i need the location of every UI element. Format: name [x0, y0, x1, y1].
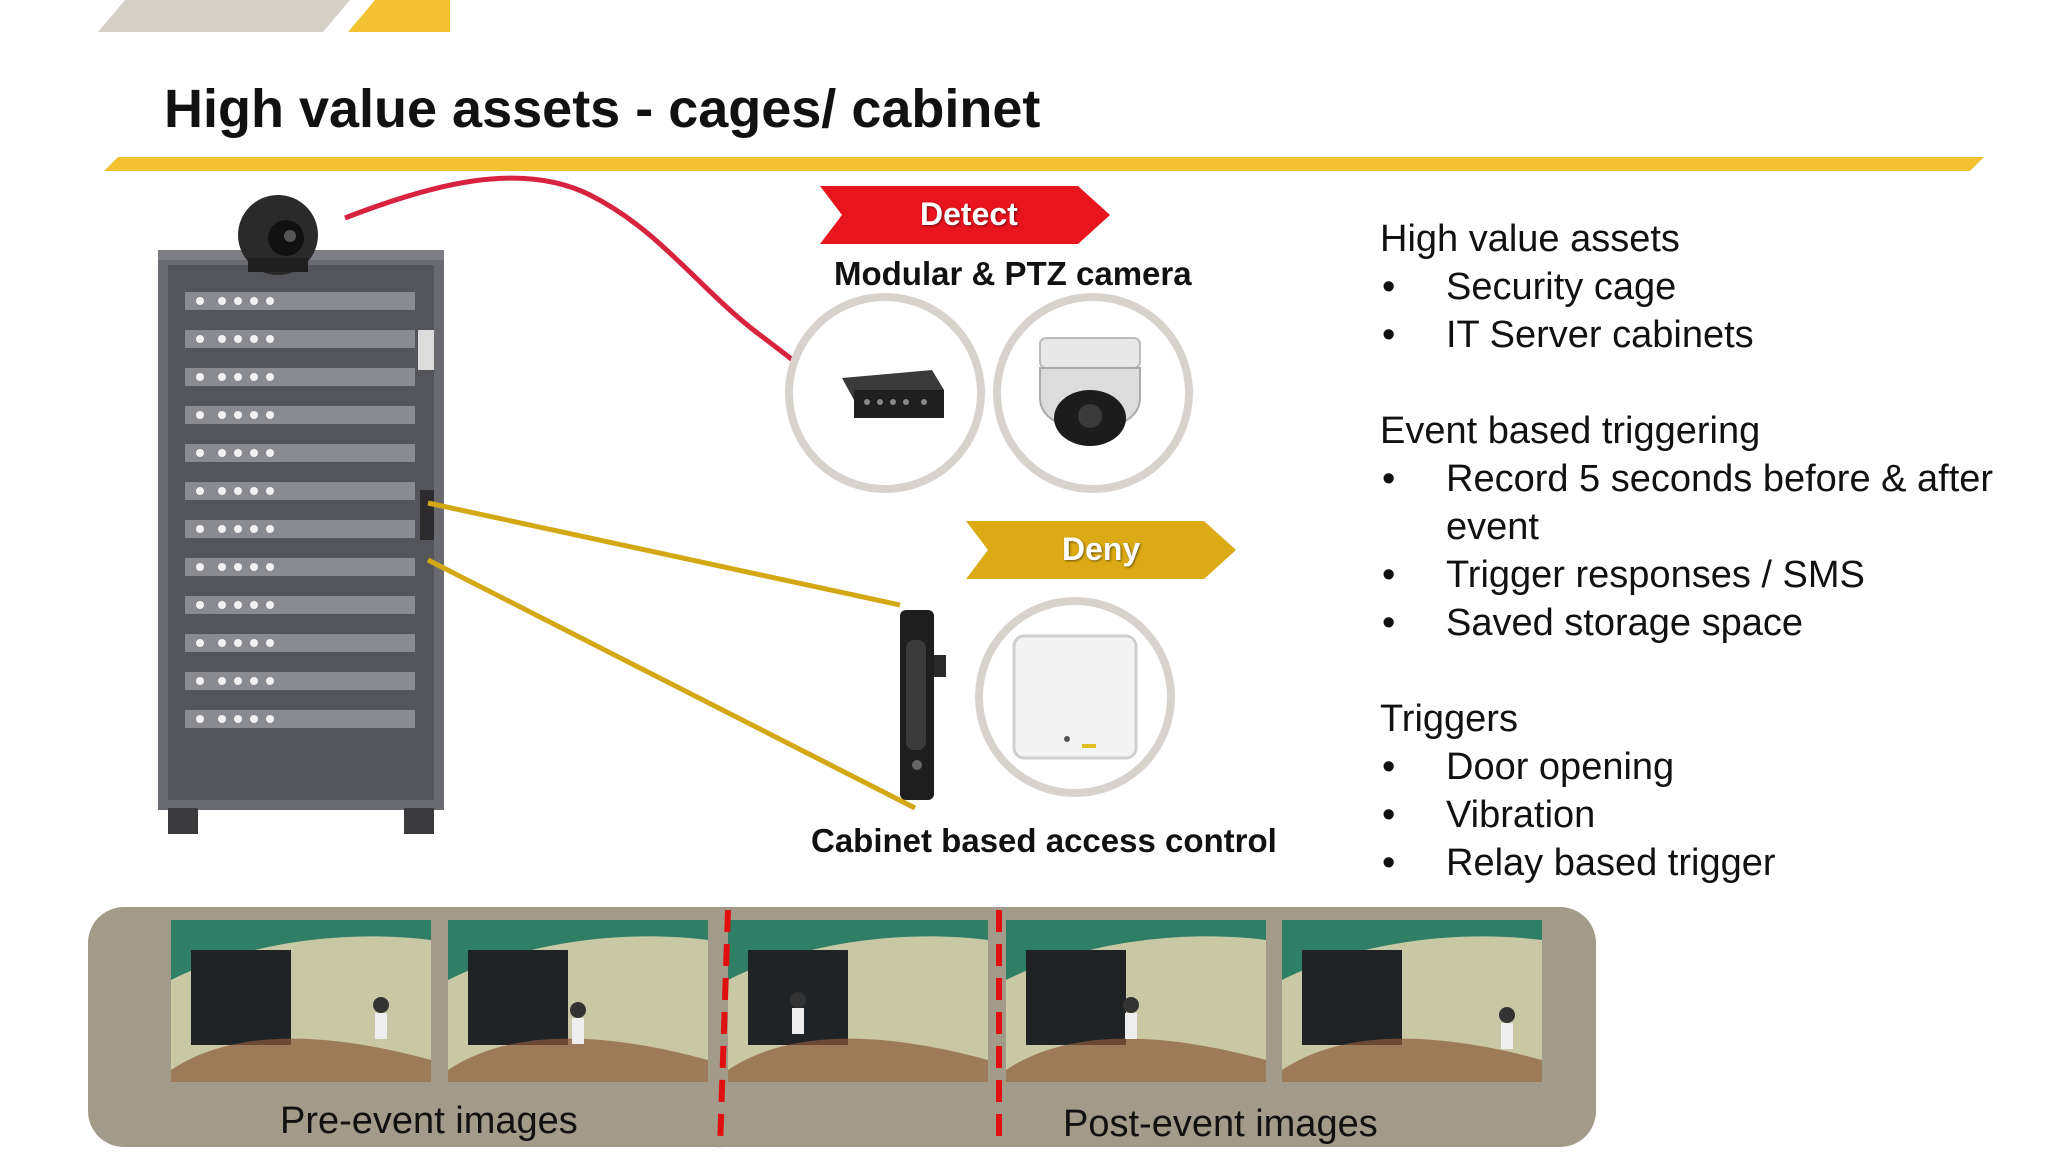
pre-event-caption: Pre-event images: [280, 1100, 578, 1142]
detect-label: Detect: [920, 196, 1018, 232]
pre-event-image: [448, 920, 708, 1082]
info-item: IT Server cabinets: [1380, 311, 2006, 359]
info-heading: Triggers: [1380, 698, 1518, 740]
info-group-assets: High value assets Security cage IT Serve…: [1380, 215, 2006, 359]
slide-title: High value assets - cages/ cabinet: [164, 79, 1041, 139]
access-controller-image: [975, 597, 1175, 797]
info-heading: High value assets: [1380, 218, 1680, 260]
info-item: Security cage: [1380, 263, 2006, 311]
deny-arrow: [966, 521, 1236, 579]
info-item: Relay based trigger: [1380, 839, 2006, 887]
info-item: Record 5 seconds before & after event: [1380, 455, 2006, 551]
info-panel: High value assets Security cage IT Serve…: [1380, 215, 2006, 935]
server-cabinet-illustration: [158, 195, 444, 834]
info-item: Vibration: [1380, 791, 2006, 839]
ptz-camera-image: [993, 293, 1193, 493]
post-event-image: [1282, 920, 1542, 1082]
post-event-caption: Post-event images: [1063, 1103, 1378, 1145]
event-image: [728, 920, 988, 1082]
info-list: Door opening Vibration Relay based trigg…: [1380, 743, 2006, 887]
info-list: Security cage IT Server cabinets: [1380, 263, 2006, 359]
info-group-triggering: Event based triggering Record 5 seconds …: [1380, 407, 2006, 647]
info-group-triggers: Triggers Door opening Vibration Relay ba…: [1380, 695, 2006, 887]
access-control-caption: Cabinet based access control: [811, 822, 1277, 859]
header-decoration: [98, 0, 450, 32]
info-item: Trigger responses / SMS: [1380, 551, 2006, 599]
info-item: Saved storage space: [1380, 599, 2006, 647]
modular-camera-image: [785, 293, 985, 493]
pre-event-image: [171, 920, 431, 1082]
info-item: Door opening: [1380, 743, 2006, 791]
info-heading: Event based triggering: [1380, 410, 1761, 452]
deny-label: Deny: [1062, 531, 1141, 567]
post-event-image: [1006, 920, 1266, 1082]
camera-caption: Modular & PTZ camera: [834, 255, 1192, 292]
cabinet-lock-handle: [900, 610, 946, 800]
title-underline: [104, 157, 1984, 171]
detect-arrow: [820, 186, 1110, 244]
info-list: Record 5 seconds before & after event Tr…: [1380, 455, 2006, 647]
